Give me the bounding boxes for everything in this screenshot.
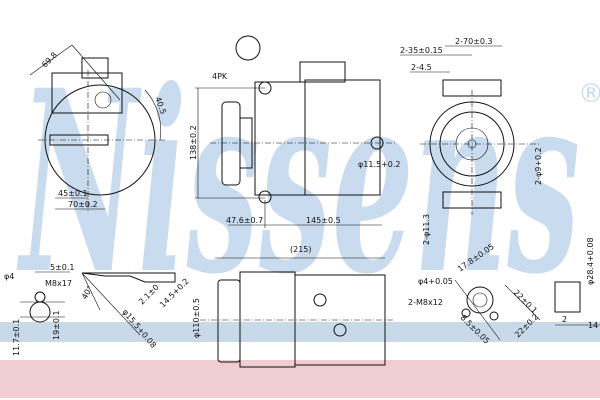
dim-145: 145±0.5 bbox=[306, 216, 341, 225]
registered-mark: ® bbox=[578, 79, 600, 109]
dim-5: 5±0.1 bbox=[50, 263, 75, 272]
dim-45: 45±0.1 bbox=[58, 189, 88, 198]
dim-2: 2 bbox=[562, 315, 567, 324]
blue-band bbox=[0, 322, 600, 342]
bottom-view: (215) φ110±0.5 bbox=[192, 245, 395, 368]
port-detail: φ4 5±0.1 M8x17 11.7±0.1 19±0.1 bbox=[4, 263, 75, 356]
dim-phi4-pin: φ4+0.05 bbox=[418, 277, 453, 286]
dim-phi110: φ110±0.5 bbox=[192, 298, 201, 338]
dim-2-phi11-3: 2-φ11.3 bbox=[422, 214, 431, 245]
dim-2-phi9: 2-φ9+0.2 bbox=[534, 147, 543, 185]
dim-phi4: φ4 bbox=[4, 272, 14, 281]
dim-2-m8x12: 2-M8x12 bbox=[408, 298, 443, 307]
dim-138: 138±0.2 bbox=[189, 125, 198, 160]
side-view: 138±0.2 4PK 47.6±0.7 145±0.5 φ11.5+0.2 bbox=[189, 35, 401, 228]
dim-215: (215) bbox=[290, 245, 312, 254]
dim-19: 19±0.1 bbox=[52, 310, 61, 340]
rear-view: 2-70±0.3 2-35±0.15 2-4.5 2-φ9+0.2 2-φ11.… bbox=[400, 37, 543, 245]
dim-2-4-5: 2-4.5 bbox=[411, 63, 432, 72]
dim-70: 70±0.2 bbox=[68, 200, 98, 209]
dim-2-70: 2-70±0.3 bbox=[455, 37, 493, 46]
dim-47-6: 47.6±0.7 bbox=[226, 216, 263, 225]
pink-band bbox=[0, 360, 600, 398]
dim-m8x17: M8x17 bbox=[45, 279, 72, 288]
dim-14: 14 bbox=[588, 321, 598, 330]
belt-4pk-label: 4PK bbox=[212, 72, 228, 81]
dim-phi28-4: φ28.4+0.08 bbox=[586, 237, 595, 285]
dim-11-7: 11.7±0.1 bbox=[12, 319, 21, 356]
dim-hole-11-5: φ11.5+0.2 bbox=[358, 160, 401, 169]
brand-watermark: Nissens bbox=[16, 35, 580, 329]
dim-2-35: 2-35±0.15 bbox=[400, 46, 443, 55]
